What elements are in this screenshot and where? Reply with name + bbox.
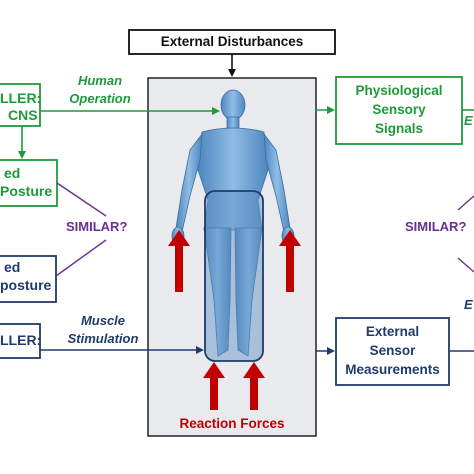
external-disturbances-label: External Disturbances	[160, 34, 304, 49]
lower-body-highlight	[204, 190, 264, 362]
human-figure	[171, 89, 295, 357]
external-sensor-box	[335, 317, 450, 386]
physiological-signals-box	[335, 76, 463, 145]
physiological-line1: Physiological	[355, 83, 443, 98]
measured-posture-line1: ed	[4, 259, 21, 275]
reaction-arrows	[168, 230, 301, 410]
controller-bottom-box	[0, 323, 41, 359]
controller-cns-box	[0, 83, 41, 127]
physiological-line2: Sensory	[372, 102, 426, 117]
measured-posture-line2: posture	[0, 277, 52, 293]
desired-posture-line2: Posture	[0, 183, 53, 199]
human-operation-label-1: Human	[77, 73, 123, 88]
muscle-stimulation-label-2: Stimulation	[67, 331, 139, 346]
similar-left-line-bottom	[55, 239, 107, 277]
controller-cns-line1: LLER:	[0, 90, 42, 106]
similar-left-label: SIMILAR?	[66, 219, 128, 234]
measured-posture-box	[0, 255, 57, 303]
similar-left-line-top	[56, 182, 107, 217]
right-edge-top-label: E	[464, 113, 473, 128]
human-operation-label-2: Operation	[69, 91, 131, 106]
desired-posture-line1: ed	[4, 165, 21, 181]
controller-bottom-label: LLER:	[0, 332, 42, 348]
similar-right-line-bottom	[457, 257, 474, 273]
physiological-line3: Signals	[374, 121, 423, 136]
reaction-forces-label: Reaction Forces	[179, 416, 285, 431]
similar-right-label: SIMILAR?	[405, 219, 467, 234]
external-sensor-line1: External	[365, 324, 420, 339]
similar-right-line-top	[457, 195, 474, 211]
controller-cns-line2: CNS	[8, 107, 38, 123]
muscle-stimulation-label-1: Muscle	[80, 313, 126, 328]
external-sensor-line2: Sensor	[369, 343, 416, 358]
right-edge-bottom-label: E	[464, 297, 473, 312]
external-sensor-line3: Measurements	[345, 362, 440, 377]
